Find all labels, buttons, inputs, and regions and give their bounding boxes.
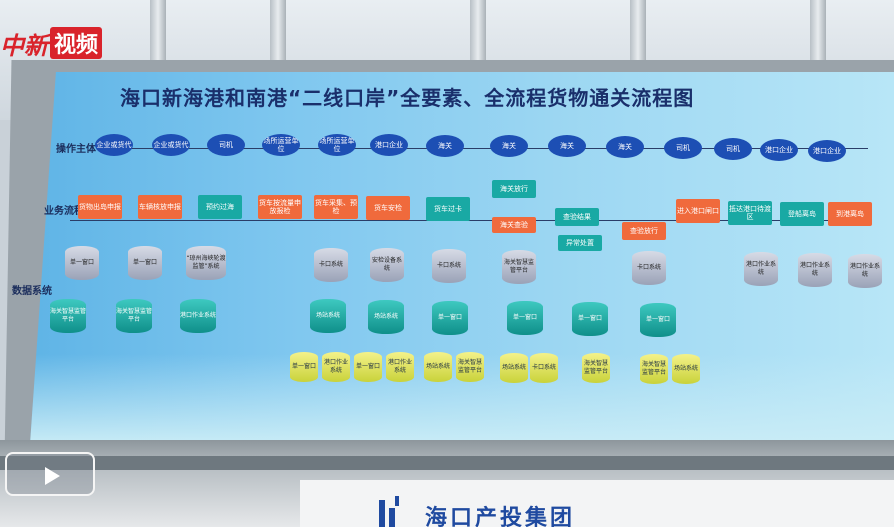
system-node: 场站系统 [424,352,452,382]
row-label-systems: 数据系统 [12,286,52,297]
system-node: 海关智慧监管平台 [116,299,152,333]
row-label-actors: 操作主体 [56,144,96,155]
system-node: 卡口系统 [314,248,348,282]
system-node: 海关智慧监管平台 [50,299,86,333]
connector-line [70,220,870,221]
actor-node: 司机 [714,138,752,160]
system-node: 港口作业系统 [180,299,216,333]
system-node: 场站系统 [500,353,528,383]
actor-node: 海关 [606,136,644,158]
actor-node: 场所运营单位 [262,134,300,156]
actor-node: 司机 [207,134,245,156]
process-node: 海关查验 [492,217,536,233]
actor-node: 海关 [426,135,464,157]
system-node: 单一窗口 [65,246,99,280]
board-title: 海口新海港和南港“二线口岸”全要素、全流程货物通关流程图 [120,86,695,110]
company-name: 海口产投集团 [425,506,576,527]
actor-node: 企业或货代 [152,134,190,156]
system-node: 单一窗口 [572,302,608,336]
system-node: “琼州海峡轮渡监管”系统 [186,246,226,280]
process-node: 预约过海 [198,195,242,219]
system-node: 场站系统 [310,299,346,333]
system-node: 场站系统 [672,354,700,384]
system-node: 单一窗口 [507,301,543,335]
system-node: 单一窗口 [432,301,468,335]
process-node: 查验放行 [622,222,666,240]
actor-node: 港口企业 [760,139,798,161]
board-rail [0,456,894,470]
system-node: 海关智慧监管平台 [582,353,610,383]
process-node: 货车安检 [366,196,410,220]
play-icon [45,467,60,485]
system-node: 海关智慧监管平台 [456,352,484,382]
system-node: 单一窗口 [290,352,318,382]
system-node: 场站系统 [368,300,404,334]
actor-node: 海关 [490,135,528,157]
actor-node: 港口企业 [808,140,846,162]
system-node: 单一窗口 [640,303,676,337]
system-node: 海关智慧监管平台 [502,250,536,284]
process-node: 车辆核放申报 [138,195,182,219]
actor-node: 司机 [664,137,702,159]
row-label-processes: 业务流程 [44,206,84,217]
system-node: 港口作业系统 [322,352,350,382]
process-node: 进入港口闸口 [676,199,720,223]
company-logo-icon [375,494,405,527]
actor-node: 场所运营单位 [318,134,356,156]
connector-line [108,148,868,149]
system-node: 港口作业系统 [744,252,778,286]
process-node: 货车按流量申放报检 [258,195,302,219]
system-node: 卡口系统 [632,251,666,285]
process-node: 查验结果 [555,208,599,226]
play-button[interactable] [5,452,95,496]
actor-node: 企业或货代 [95,134,133,156]
process-node: 抵达港口待渡区 [728,201,772,225]
system-node: 安检设备系统 [370,248,404,282]
process-node: 登船离岛 [780,202,824,226]
system-node: 卡口系统 [530,353,558,383]
watermark-logo: 中新 视频 [0,25,103,61]
actor-node: 海关 [548,135,586,157]
process-node: 到港离岛 [828,202,872,226]
system-node: 港口作业系统 [798,253,832,287]
process-node: 海关放行 [492,180,536,198]
actor-node: 港口企业 [370,134,408,156]
system-node: 卡口系统 [432,249,466,283]
system-node: 港口作业系统 [386,352,414,382]
system-node: 港口作业系统 [848,254,882,288]
process-node: 货车过卡 [426,197,470,221]
watermark-text-a: 中新 [0,30,48,60]
process-node: 货车采集、预检 [314,195,358,219]
process-node: 异常处置 [558,235,602,251]
system-node: 单一窗口 [128,246,162,280]
watermark-text-b: 视频 [50,27,103,59]
system-node: 单一窗口 [354,352,382,382]
process-node: 货物出岛申报 [78,195,122,219]
system-node: 海关智慧监管平台 [640,354,668,384]
